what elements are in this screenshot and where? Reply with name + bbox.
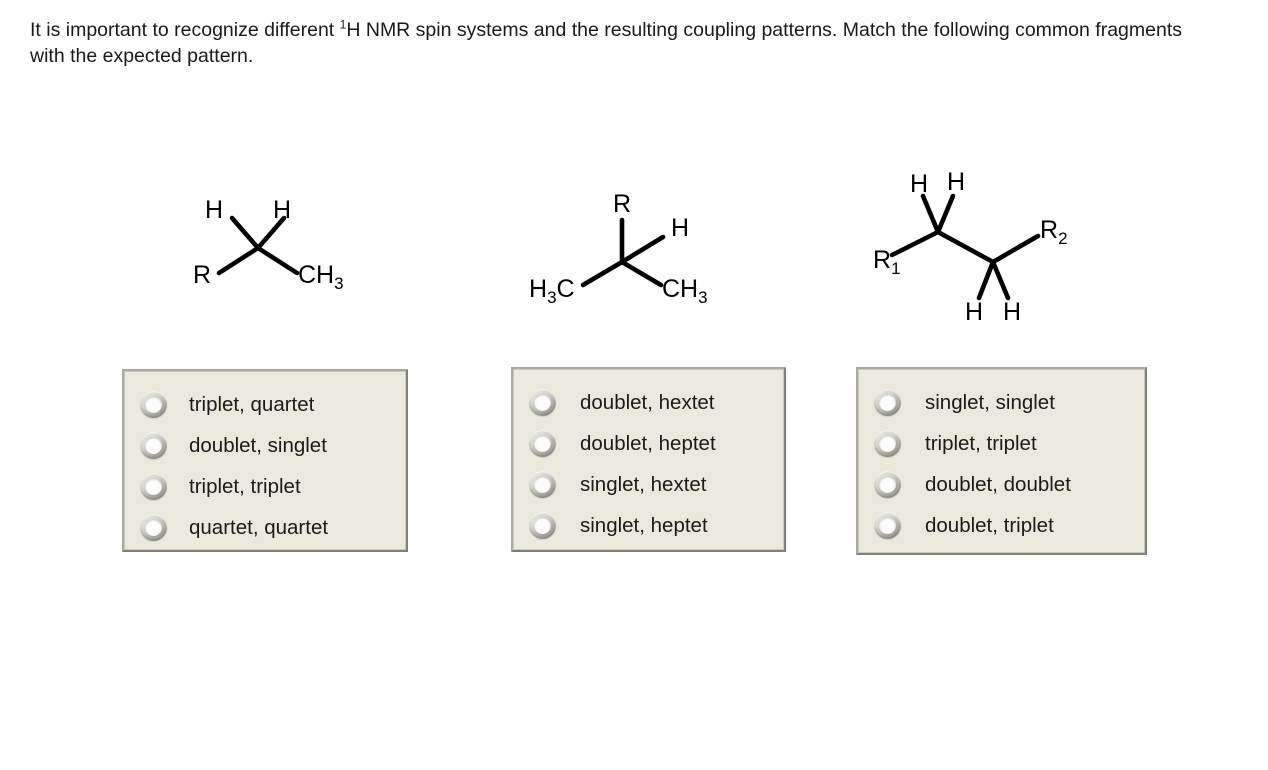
option-row[interactable]: singlet, singlet	[874, 382, 1131, 423]
radio-button-icon[interactable]	[874, 471, 901, 498]
option-row[interactable]: doublet, doublet	[874, 464, 1131, 505]
bond-lines-structure-1	[216, 215, 300, 276]
radio-button-icon[interactable]	[529, 430, 556, 457]
label-h-bottom-left: H	[965, 298, 983, 326]
bond-c-h3c	[580, 259, 625, 288]
bond-c1-c2	[935, 229, 996, 265]
radio-button-icon[interactable]	[140, 514, 167, 541]
option-row[interactable]: doublet, heptet	[529, 423, 770, 464]
radio-button-icon[interactable]	[874, 512, 901, 539]
radio-button-icon[interactable]	[140, 391, 167, 418]
option-row[interactable]: triplet, triplet	[874, 423, 1131, 464]
answer-group-1: triplet, quartet doublet, singlet triple…	[122, 369, 408, 552]
structure-ethylene-bridge-fragment: H H R1 R2 H H	[860, 160, 1090, 326]
radio-button-icon[interactable]	[529, 389, 556, 416]
structure-ethyl-fragment: H H R CH3	[180, 185, 380, 305]
bond-c-h	[619, 234, 666, 265]
structure-isopropyl-fragment: R H H3C CH3	[515, 180, 735, 315]
label-r: R	[193, 261, 211, 289]
option-label: triplet, triplet	[925, 431, 1037, 455]
bond-lines-structure-3	[889, 193, 1041, 301]
radio-button-icon[interactable]	[529, 512, 556, 539]
option-label: triplet, triplet	[189, 474, 301, 498]
radio-button-icon[interactable]	[874, 389, 901, 416]
prompt-text-part2: H NMR spin systems and the resulting cou…	[30, 19, 1182, 67]
option-row[interactable]: doublet, hextet	[529, 382, 770, 423]
bond-c-ch3	[255, 245, 300, 276]
option-row[interactable]: singlet, heptet	[529, 505, 770, 546]
label-h-bottom-right: H	[1003, 298, 1021, 326]
radio-button-icon[interactable]	[140, 473, 167, 500]
bond-lines-structure-2	[580, 217, 666, 288]
bond-c-ch3	[619, 259, 664, 288]
label-h-left: H	[205, 196, 223, 224]
label-ch3: CH3	[662, 275, 708, 307]
label-r2: R2	[1040, 216, 1068, 248]
option-label: doublet, triplet	[925, 513, 1054, 537]
option-label: doublet, heptet	[580, 431, 716, 455]
bond-c1-r1	[889, 229, 941, 258]
bond-c1-h-left	[920, 193, 941, 235]
radio-button-icon[interactable]	[140, 432, 167, 459]
bond-c-h-right	[255, 215, 287, 251]
option-row[interactable]: doublet, singlet	[140, 425, 392, 466]
prompt-text-part1: It is important to recognize different	[30, 19, 340, 41]
answer-group-2: doublet, hextet doublet, heptet singlet,…	[511, 367, 786, 552]
label-h-right: H	[273, 196, 291, 224]
option-row[interactable]: triplet, triplet	[140, 466, 392, 507]
bond-c2-h-left	[976, 259, 996, 301]
option-row[interactable]: triplet, quartet	[140, 384, 392, 425]
label-ch3: CH3	[298, 261, 344, 293]
bond-c-r	[216, 245, 261, 276]
option-label: triplet, quartet	[189, 392, 315, 416]
option-label: quartet, quartet	[189, 515, 329, 539]
label-r: R	[613, 190, 631, 218]
label-r1: R1	[873, 246, 901, 278]
radio-button-icon[interactable]	[874, 430, 901, 457]
radio-button-icon[interactable]	[529, 471, 556, 498]
option-label: doublet, singlet	[189, 433, 327, 457]
bond-c-h-left	[229, 215, 261, 251]
bond-c1-h-right	[935, 193, 956, 235]
option-label: singlet, singlet	[925, 390, 1055, 414]
question-prompt: It is important to recognize different 1…	[30, 17, 1205, 69]
answer-group-3: singlet, singlet triplet, triplet double…	[856, 367, 1147, 555]
option-label: doublet, hextet	[580, 390, 715, 414]
label-h: H	[671, 214, 689, 242]
label-h-top-right: H	[947, 168, 965, 196]
option-row[interactable]: quartet, quartet	[140, 507, 392, 548]
superscript-one: 1	[339, 17, 347, 32]
option-row[interactable]: doublet, triplet	[874, 505, 1131, 546]
option-label: singlet, heptet	[580, 513, 708, 537]
option-label: doublet, doublet	[925, 472, 1071, 496]
label-h3c: H3C	[529, 275, 575, 307]
option-label: singlet, hextet	[580, 472, 707, 496]
bond-c2-r2	[990, 233, 1041, 265]
option-row[interactable]: singlet, hextet	[529, 464, 770, 505]
label-h-top-left: H	[910, 170, 928, 198]
bond-c2-h-right	[990, 259, 1011, 301]
